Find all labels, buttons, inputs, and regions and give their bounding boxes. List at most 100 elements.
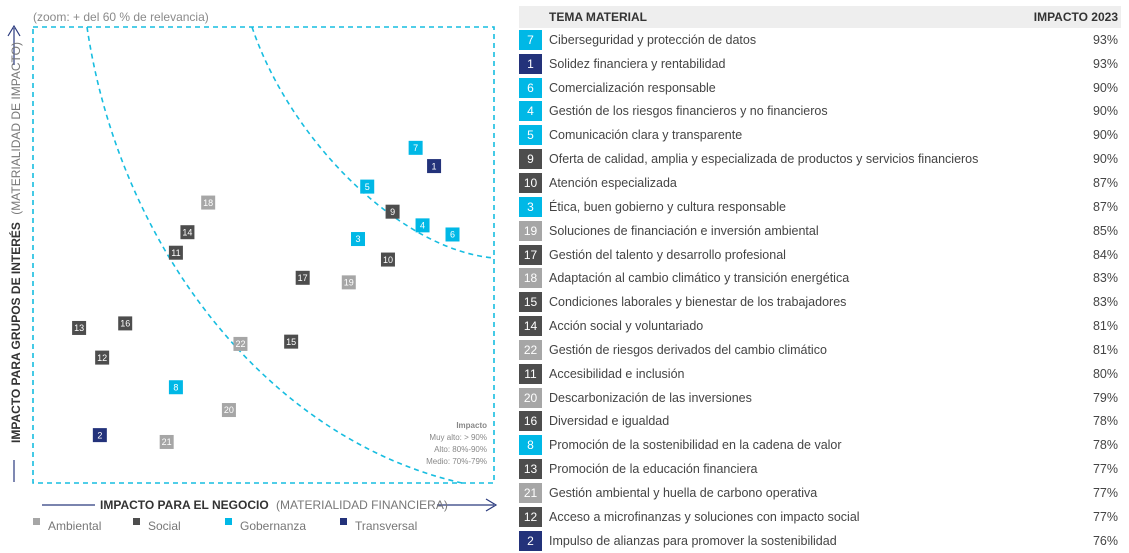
topic-id-badge: 8: [519, 435, 542, 456]
topic-id-badge: 15: [519, 292, 542, 313]
topic-impact-value: 77%: [1092, 462, 1118, 477]
point-marker-19: [341, 275, 356, 290]
topic-impact-value: 78%: [1092, 414, 1118, 429]
legend-swatch-social: [133, 518, 140, 525]
x-axis-label: IMPACTO PARA EL NEGOCIO (MATERIALIDAD FI…: [100, 498, 448, 512]
header-topic: TEMA MATERIAL: [549, 10, 647, 24]
point-marker-14: [180, 225, 195, 240]
point-marker-8: [168, 380, 183, 395]
point-label-16: 16: [120, 319, 130, 329]
topic-id-badge: 9: [519, 149, 542, 170]
topic-label: Atención especializada: [549, 175, 677, 190]
table-row: 15 Condiciones laborales y bienestar de l…: [519, 290, 1121, 314]
point-label-22: 22: [235, 339, 245, 349]
point-marker-20: [221, 403, 236, 418]
table-header: TEMA MATERIAL IMPACTO 2023: [519, 6, 1121, 28]
topic-impact-value: 90%: [1092, 104, 1118, 119]
header-impact: IMPACTO 2023: [1033, 10, 1118, 24]
topic-id-badge: 17: [519, 244, 542, 265]
topic-impact-value: 87%: [1092, 199, 1118, 214]
point-label-10: 10: [383, 255, 393, 265]
point-label-7: 7: [413, 143, 418, 153]
topic-label: Soluciones de financiación e inversión a…: [549, 223, 819, 238]
legend-label-ambiental: Ambiental: [48, 519, 101, 533]
point-label-13: 13: [74, 323, 84, 333]
point-label-17: 17: [298, 273, 308, 283]
point-marker-15: [284, 334, 299, 349]
point-marker-21: [159, 434, 174, 449]
topic-impact-value: 90%: [1092, 152, 1118, 167]
topic-label: Gestión de riesgos derivados del cambio …: [549, 342, 827, 357]
topic-id-badge: 16: [519, 411, 542, 432]
topic-impact-value: 81%: [1092, 342, 1118, 357]
legend-label-gobernanza: Gobernanza: [240, 519, 306, 533]
impact-legend-title: Impacto: [456, 421, 487, 430]
impact-legend-line-2: Alto: 80%-90%: [434, 445, 487, 454]
topic-label: Gestión de los riesgos financieros y no …: [549, 104, 828, 119]
topic-id-badge: 21: [519, 482, 542, 503]
legend-swatch-transversal: [340, 518, 347, 525]
point-label-6: 6: [450, 230, 455, 240]
x-axis-arrow-head: [485, 498, 498, 512]
point-marker-22: [233, 336, 248, 351]
topic-id-badge: 5: [519, 125, 542, 146]
topic-impact-value: 78%: [1092, 438, 1118, 453]
point-label-14: 14: [182, 227, 192, 237]
point-label-9: 9: [390, 207, 395, 217]
plot-frame: [32, 26, 495, 484]
topic-impact-value: 76%: [1092, 533, 1118, 548]
point-marker-16: [118, 316, 133, 331]
topic-id-badge: 2: [519, 530, 542, 551]
point-marker-6: [445, 227, 460, 242]
topic-impact-value: 90%: [1092, 80, 1118, 95]
point-label-1: 1: [432, 161, 437, 171]
topic-impact-value: 79%: [1092, 390, 1118, 405]
point-label-11: 11: [171, 248, 180, 258]
topic-impact-value: 83%: [1092, 271, 1118, 286]
y-axis-label-light: (MATERIALIDAD DE IMPACTO): [9, 42, 23, 215]
topic-id-badge: 19: [519, 220, 542, 241]
topic-id-badge: 4: [519, 101, 542, 122]
topic-id-badge: 14: [519, 316, 542, 337]
x-axis-label-light: (MATERIALIDAD FINANCIERA): [276, 498, 448, 512]
impact-legend-line-1: Muy alto: > 90%: [429, 433, 487, 442]
point-marker-13: [72, 320, 87, 335]
table-row: 16 Diversidad e igualdad 78%: [519, 410, 1121, 434]
topic-impact-value: 77%: [1092, 485, 1118, 500]
materiality-matrix: (zoom: + del 60 % de relevancia) IMPACTO…: [4, 10, 498, 533]
topic-label: Acción social y voluntariado: [549, 319, 704, 334]
point-marker-5: [360, 179, 375, 194]
topic-id-badge: 11: [519, 363, 542, 384]
topic-id-badge: 10: [519, 172, 542, 193]
table-row: 14 Acción social y voluntariado 81%: [519, 314, 1121, 338]
point-marker-9: [385, 204, 400, 219]
zoom-note: (zoom: + del 60 % de relevancia): [33, 10, 209, 24]
topic-id-badge: 20: [519, 387, 542, 408]
topic-label: Condiciones laborales y bienestar de los…: [549, 295, 847, 310]
topic-label: Ciberseguridad y protección de datos: [549, 32, 757, 47]
topic-label: Diversidad e igualdad: [549, 414, 670, 429]
point-marker-2: [92, 428, 107, 443]
point-label-20: 20: [224, 405, 234, 415]
topic-label: Comunicación clara y transparente: [549, 128, 743, 143]
table-row: 22 Gestión de riesgos derivados del cambi…: [519, 338, 1121, 362]
legend-swatch-gobernanza: [225, 518, 232, 525]
topic-id-badge: 18: [519, 268, 542, 289]
topic-label: Oferta de calidad, amplia y especializad…: [549, 152, 979, 167]
topic-impact-value: 87%: [1092, 175, 1118, 190]
topic-impact-value: 81%: [1092, 319, 1118, 334]
topic-label: Comercialización responsable: [549, 80, 716, 95]
topic-id-badge: 22: [519, 339, 542, 360]
topic-id-badge: 13: [519, 459, 542, 480]
